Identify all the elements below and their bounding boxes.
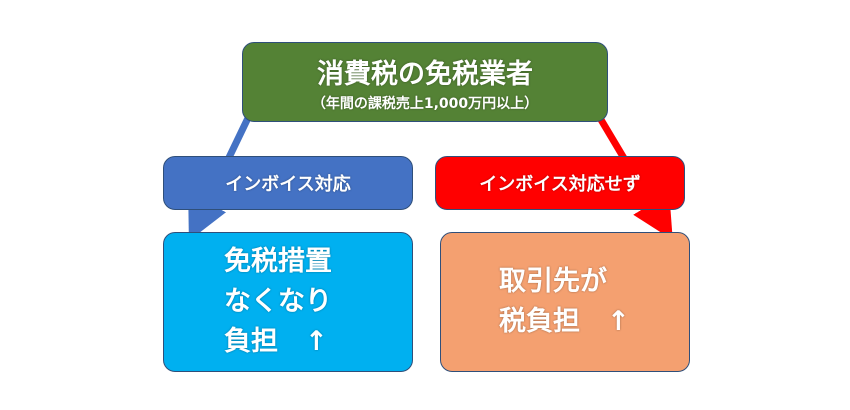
- top-title: 消費税の免税業者: [317, 58, 533, 90]
- right-label-box: インボイス対応せず: [435, 156, 685, 210]
- right-result-line: 税負担 ↑: [499, 306, 630, 337]
- left-result-line: 負担 ↑: [224, 326, 328, 357]
- right-label: インボイス対応せず: [479, 174, 641, 195]
- left-label-box: インボイス対応: [163, 156, 413, 210]
- top-box: 消費税の免税業者 （年間の課税売上1,000万円以上）: [242, 42, 608, 122]
- left-result-line: なくなり: [224, 286, 332, 317]
- top-subtitle: （年間の課税売上1,000万円以上）: [311, 95, 539, 112]
- left-result-box: 免税措置 なくなり 負担 ↑: [163, 232, 413, 372]
- right-result-box: 取引先が 税負担 ↑: [440, 232, 690, 372]
- left-label: インボイス対応: [225, 174, 351, 195]
- right-result-line: 取引先が: [499, 266, 607, 297]
- left-result-line: 免税措置: [224, 246, 332, 277]
